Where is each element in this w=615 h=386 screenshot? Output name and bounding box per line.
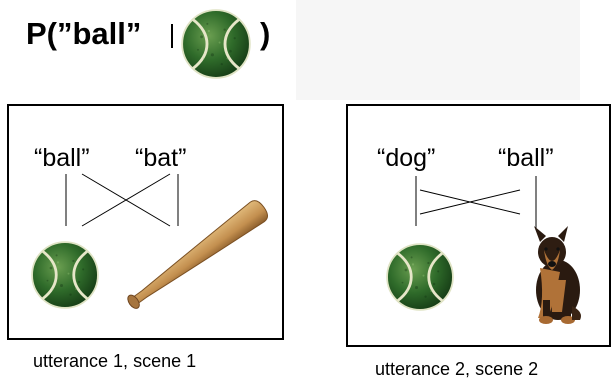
scene-2-caption: utterance 2, scene 2 — [375, 359, 539, 379]
scene-1-caption: utterance 1, scene 1 — [33, 351, 197, 371]
scene-1-frame — [7, 104, 284, 340]
formula-prefix: P(”ball” — [26, 16, 142, 51]
scene-2-word-ball: “ball” — [498, 144, 554, 172]
scene-1-word-bat: “bat” — [135, 144, 187, 172]
scene-2-word-dog: “dog” — [377, 144, 436, 172]
conditional-bar — [171, 24, 173, 48]
scene-2-frame — [346, 104, 611, 347]
scene-1-word-ball: “ball” — [34, 144, 90, 172]
tennis-ball-icon — [180, 8, 252, 80]
formula-suffix: ) — [260, 16, 271, 51]
